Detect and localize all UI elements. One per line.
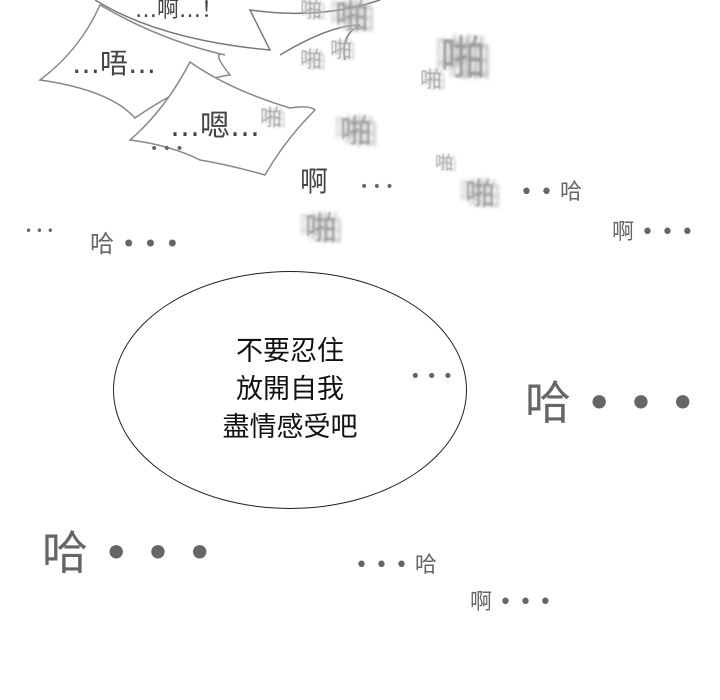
sfx-ha-big-left: 哈 • • • — [42, 526, 214, 580]
sfx-pa: 啪 — [435, 153, 453, 174]
sfx-ha-big-right: 哈 • • • — [525, 376, 697, 430]
speech-bubble: 不要忍住 放開自我 盡情感受吧 — [113, 271, 467, 509]
speech-line: 盡情感受吧 — [222, 412, 358, 443]
sfx-pa: 啪 — [340, 112, 373, 150]
sfx-a-mid: 啊 — [300, 165, 329, 198]
sfx-a-lower: 啊 • • • — [470, 590, 552, 615]
sfx-pa: 啪 — [330, 38, 353, 63]
sfx-pa: 啪 — [335, 0, 369, 37]
sfx-pa: 啪 — [420, 68, 443, 93]
sfx-pa: 啪 — [300, 48, 323, 73]
sfx-pa: 啪 — [305, 209, 338, 247]
speech-line: 不要忍住 — [236, 336, 344, 367]
sfx-a-right: 啊 • • • — [612, 220, 694, 245]
sfx-pa: 啪 — [465, 177, 495, 212]
burst-bubble-e — [128, 60, 317, 176]
sfx-dots: • • • — [25, 224, 54, 238]
sfx-pa: 啪 — [300, 0, 323, 23]
sfx-e: …嗯… — [170, 109, 260, 144]
sfx-dots: • • • — [150, 141, 184, 157]
sfx-ha-lower: • • • 哈 — [355, 553, 437, 578]
sfx-dots: • • • — [410, 366, 454, 387]
sfx-wu: …唔… — [72, 47, 157, 80]
speech-line: 放開自我 — [236, 374, 344, 405]
burst-bubble-top — [94, 0, 381, 51]
sfx-pa: 啪 — [260, 106, 283, 131]
sfx-dots: • • • — [360, 179, 394, 195]
sfx-a-top: …啊…！ — [135, 0, 224, 23]
sfx-ha-left: 哈 • • • — [90, 230, 180, 258]
sfx-ha-small: • • 哈 — [520, 180, 582, 205]
sfx-pa: 啪 — [440, 31, 486, 85]
